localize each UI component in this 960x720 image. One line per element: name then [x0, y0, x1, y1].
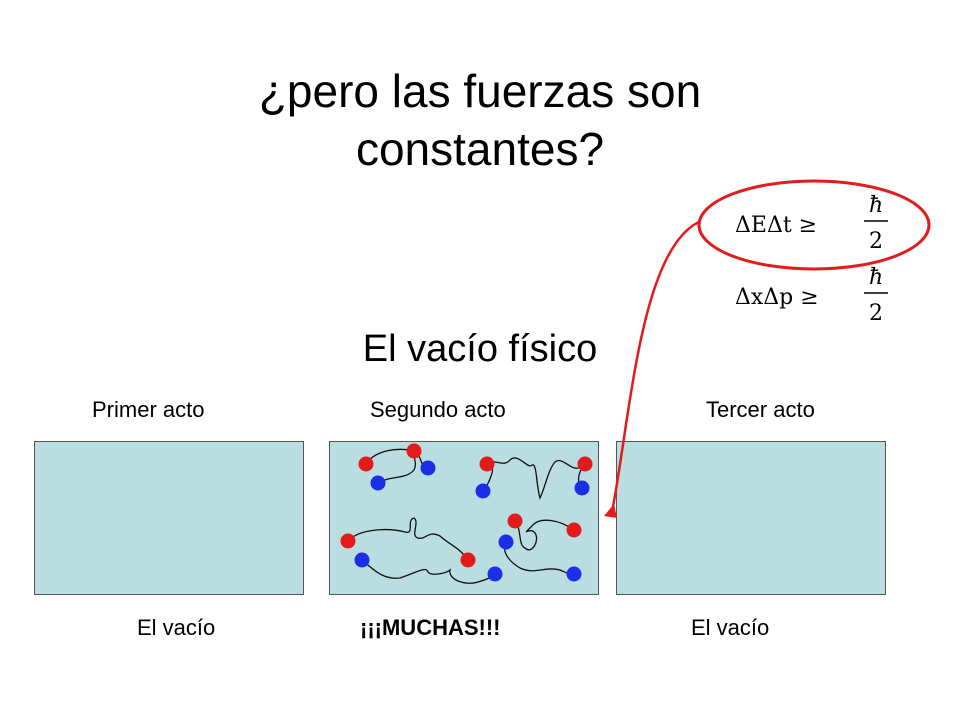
slide-title: ¿pero las fuerzas son constantes? [0, 62, 960, 178]
act-label-third: Tercer acto [706, 397, 815, 422]
act-label-second: Segundo acto [370, 397, 506, 422]
trajectory-6 [347, 517, 469, 561]
caption-first: El vacío [137, 615, 216, 640]
formula-1-denominator: 2 [869, 229, 883, 254]
formula-1-lhs: ΔEΔt ≥ [735, 213, 817, 238]
particle-red [507, 513, 523, 529]
particle-blue [498, 534, 514, 550]
particle-red [577, 456, 593, 472]
particle-blue [566, 566, 582, 582]
particles [340, 443, 593, 582]
particle-red [406, 443, 422, 459]
particle-blue [420, 460, 436, 476]
trajectory-7 [361, 559, 496, 584]
particle-blue [370, 475, 386, 491]
formula-2-numerator: ħ [869, 265, 883, 290]
slide-subtitle: El vacío físico [362, 328, 598, 370]
vacuum-box-third [616, 441, 886, 595]
formula-2-lhs: ΔxΔp ≥ [735, 285, 819, 310]
particle-blue [574, 480, 590, 496]
particle-red [460, 552, 476, 568]
highlight-arrow [610, 220, 700, 513]
arrowhead-icon [604, 504, 617, 518]
formula-position-momentum: ΔxΔp ≥ ħ 2 [735, 265, 888, 326]
act-label-first: Primer acto [92, 397, 205, 422]
particle-blue [475, 483, 491, 499]
particle-red [358, 456, 374, 472]
particle-red [479, 456, 495, 472]
particle-red [566, 522, 582, 538]
caption-second: ¡¡¡MUCHAS!!! [360, 615, 501, 640]
particle-blue [354, 552, 370, 568]
title-line-2: constantes? [355, 123, 605, 175]
particle-red [340, 533, 356, 549]
formula-2-denominator: 2 [869, 301, 883, 326]
formula-energy-time: ΔEΔt ≥ ħ 2 [735, 193, 888, 254]
trajectory-9 [504, 541, 575, 575]
trajectory-3 [486, 457, 586, 500]
particle-blue [487, 566, 503, 582]
trajectory-8 [514, 519, 575, 551]
highlight-ellipse [697, 179, 931, 271]
formula-1-numerator: ħ [869, 193, 883, 218]
caption-third: El vacío [691, 615, 770, 640]
title-line-1: ¿pero las fuerzas son [258, 65, 702, 117]
vacuum-box-first [34, 441, 304, 595]
